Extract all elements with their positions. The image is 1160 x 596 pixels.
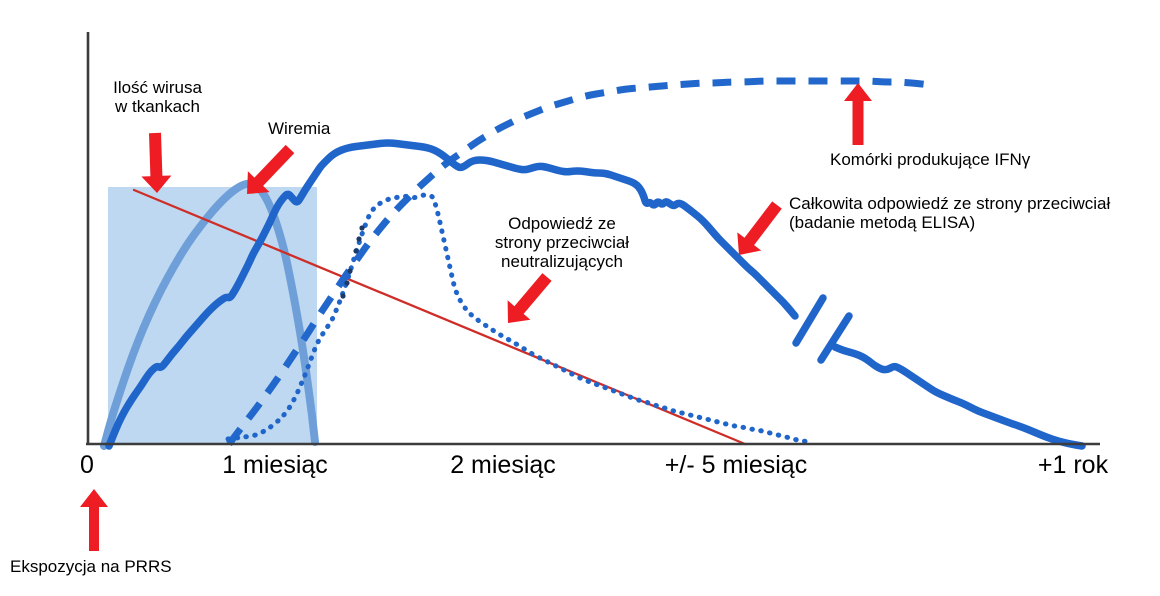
ifng-label: Komórki produkujące IFNγ — [830, 150, 1031, 169]
neutralizing-dark-dots — [353, 248, 359, 254]
exposure-label: Ekspozycja na PRRS — [10, 557, 172, 576]
neutralizing-dark-dots — [340, 293, 346, 299]
neutralizing-label: Odpowiedź ze strony przeciwciał neutrali… — [494, 214, 630, 272]
viremia-shaded-region — [108, 187, 317, 444]
elisa-arrow — [737, 201, 782, 255]
elisa-break-mark-1 — [792, 294, 827, 347]
wiremia-arrow — [247, 144, 295, 194]
virus-tissue-arrow — [141, 132, 172, 193]
neutralizing-dark-dots — [347, 268, 353, 274]
virus-in-tissue-line — [132, 188, 747, 446]
viremia-label: Wiremia — [268, 119, 331, 138]
neutralizing-arrow — [507, 273, 552, 323]
virus-tissue-label: Ilość wirusa w tkankach — [113, 78, 202, 117]
neutralizing-dark-dots — [359, 225, 365, 231]
ifng-cells-curve — [226, 77, 931, 447]
x-tick-2-month: 2 miesiąc — [450, 451, 556, 479]
x-tick-5-month: +/- 5 miesiąc — [664, 451, 808, 479]
x-tick-1-month: 1 miesiąc — [222, 451, 328, 479]
neutralizing-dark-dots — [356, 236, 362, 242]
elisa-label: Całkowita odpowiedź ze strony przeciwcia… — [789, 194, 1111, 233]
elisa-antibody-curve — [105, 139, 799, 450]
viremia-curve — [100, 179, 319, 450]
x-tick-1-year: +1 rok — [1037, 451, 1109, 479]
exposure-arrow — [80, 489, 108, 551]
elisa-break-mark-2 — [817, 312, 853, 364]
ifng-arrow — [844, 83, 872, 145]
elisa-antibody-curve — [831, 343, 1086, 450]
neutralizing-dark-dots — [344, 280, 350, 286]
neutralizing-antibody-curve — [225, 192, 814, 446]
x-tick-0: 0 — [80, 451, 94, 479]
